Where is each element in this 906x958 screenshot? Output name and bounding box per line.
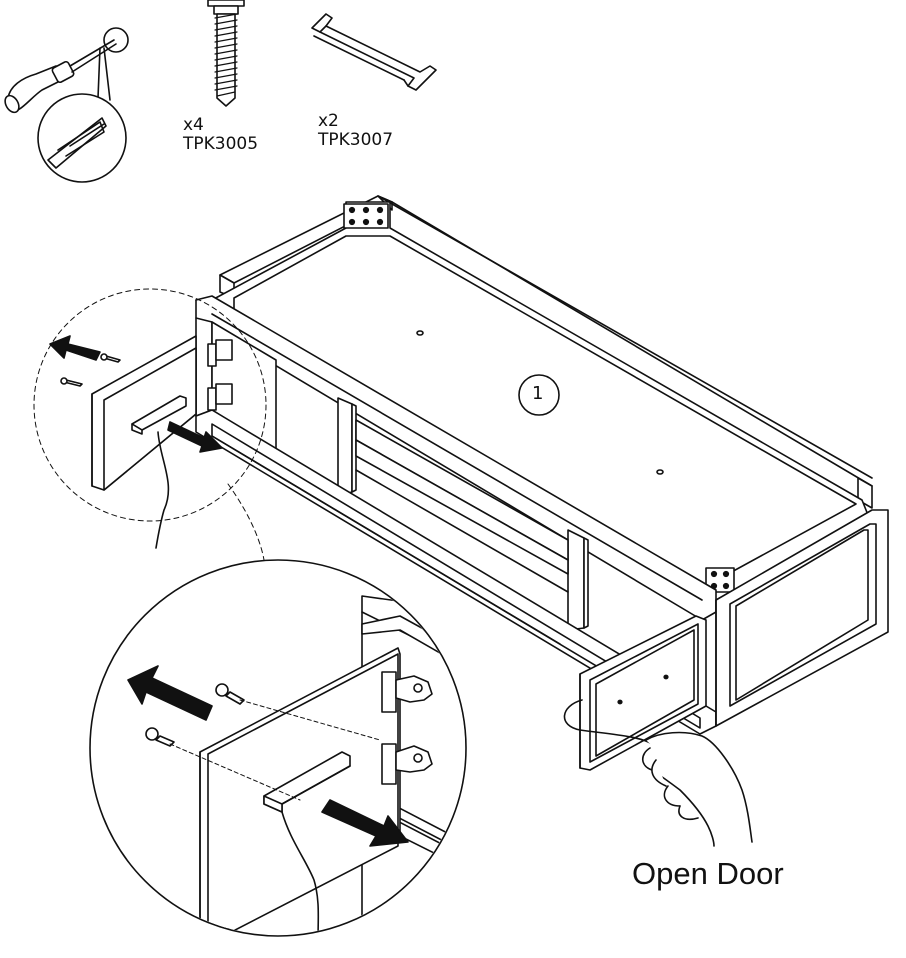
screw-quantity: x4	[183, 115, 204, 135]
detail-callout-small	[34, 289, 266, 521]
arrow-icon	[50, 336, 222, 452]
phillips-screwdriver-icon	[2, 28, 128, 182]
step-number: 1	[532, 383, 544, 404]
screw-threads	[215, 14, 237, 96]
handle-part-code: TPK3007	[318, 130, 394, 150]
detail-callout-large	[90, 560, 480, 944]
left-door-small	[61, 336, 232, 548]
hand-icon	[564, 700, 752, 846]
step-number-badge	[519, 375, 559, 415]
arrow-icon	[128, 666, 408, 846]
callout-leader	[228, 484, 264, 560]
handle-quantity: x2	[318, 111, 339, 131]
open-door-caption: Open Door	[632, 856, 784, 891]
screw-icon	[208, 0, 244, 106]
handle-icon	[312, 14, 436, 90]
screw-part-code: TPK3005	[183, 134, 259, 154]
